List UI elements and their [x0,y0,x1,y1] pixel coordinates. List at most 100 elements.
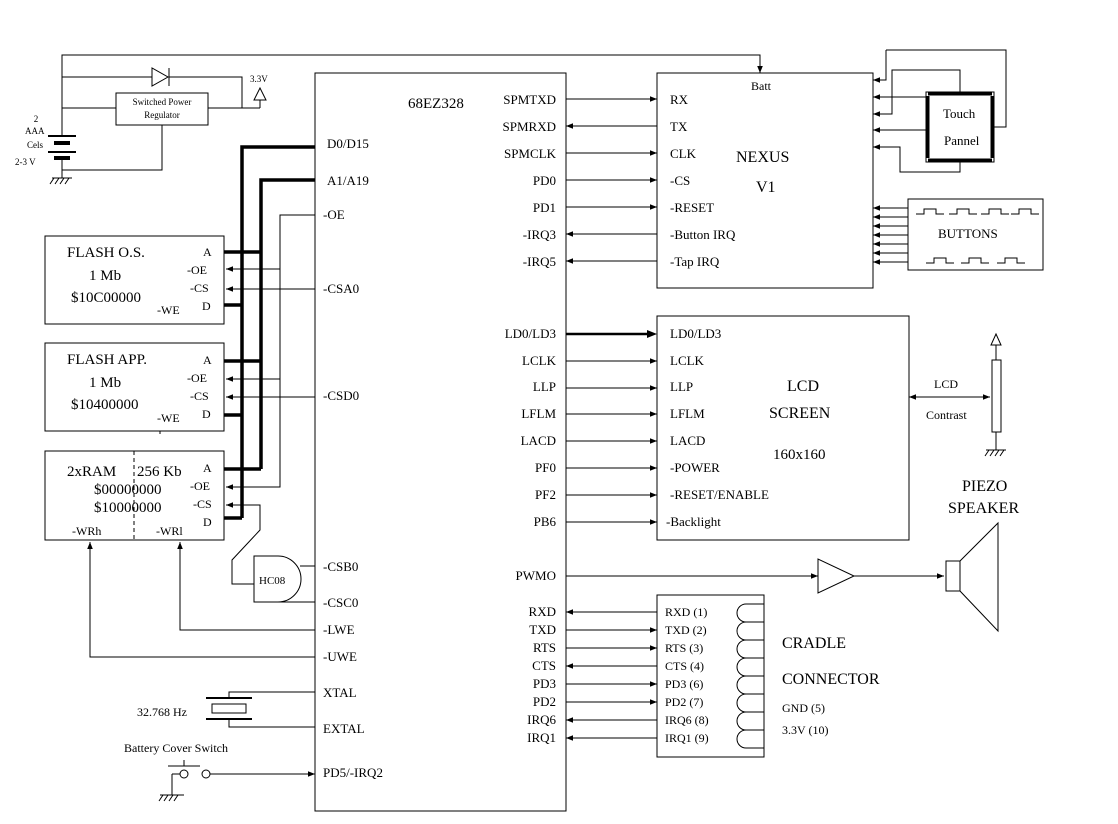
svg-text:-RESET: -RESET [670,200,714,215]
cradle-title: CRADLE [782,635,846,652]
cpu-pin-irq5: -IRQ5 [523,254,556,269]
cpu-pin-uwe: -UWE [323,649,357,664]
ram-title: 2xRAM [67,464,116,480]
buttons-block: BUTTONS [873,198,1044,271]
cpu-pin-pb6: PB6 [534,514,557,529]
svg-text:LCLK: LCLK [670,353,705,368]
cpu-pin-d0d15: D0/D15 [327,136,369,151]
cpu-pin-lwe: -LWE [323,622,355,637]
svg-text:V1: V1 [756,179,776,196]
cpu-pin-rts: RTS [533,640,556,655]
svg-text:Regulator: Regulator [144,110,180,120]
power-section: 3.3V Switched Power Regulator 2 AAA Cels… [15,54,763,185]
crystal: 32.768 Hz [137,691,315,728]
svg-text:PD2 (7): PD2 (7) [665,695,703,709]
svg-text:-POWER: -POWER [670,460,720,475]
cpu-pin-spmclk: SPMCLK [504,146,557,161]
svg-text:-CS: -CS [190,389,209,403]
svg-text:1 Mb: 1 Mb [89,268,121,284]
hc08-label: HC08 [259,575,286,587]
svg-text:GND (5): GND (5) [782,701,825,715]
cpu-pin-pd2: PD2 [533,694,556,709]
svg-text:2-3 V: 2-3 V [15,157,36,167]
svg-text:Switched Power: Switched Power [133,97,192,107]
svg-text:Touch: Touch [943,106,976,121]
svg-text:Contrast: Contrast [926,408,967,422]
svg-text:RTS (3): RTS (3) [665,641,703,655]
flash-os-block [44,235,225,325]
cpu-pin-csa0: -CSA0 [323,281,359,296]
cpu-pin-lacd: LACD [521,433,556,448]
svg-text:SPEAKER: SPEAKER [948,500,1019,517]
cpu-pin-irq6: IRQ6 [527,712,556,727]
cpu-pin-pf2: PF2 [535,487,556,502]
cpu-pin-ld0ld3: LD0/LD3 [505,326,556,341]
nexus-block [656,72,874,289]
touch-panel: Touch Pannel [873,49,1007,173]
svg-text:IRQ1 (9): IRQ1 (9) [665,731,709,745]
svg-text:A: A [203,245,212,259]
cpu-pin-spmtxd: SPMTXD [503,92,556,107]
cpu-pin-xtal: XTAL [323,685,357,700]
svg-text:BUTTONS: BUTTONS [938,226,998,241]
rail-label: 3.3V [250,74,268,84]
svg-text:Battery Cover Switch: Battery Cover Switch [124,741,228,755]
svg-text:$10000000: $10000000 [94,500,162,516]
svg-text:D: D [202,299,211,313]
svg-text:-OE: -OE [187,371,207,385]
flash-os-title: FLASH O.S. [67,245,145,261]
address-bus [259,178,315,469]
cpu-pin-txd: TXD [529,622,556,637]
svg-text:2: 2 [34,114,39,124]
svg-text:CONNECTOR: CONNECTOR [782,671,880,688]
svg-text:-RESET/ENABLE: -RESET/ENABLE [670,487,769,502]
svg-text:Batt: Batt [751,79,772,93]
svg-text:RXD (1): RXD (1) [665,605,707,619]
cpu-pin-cts: CTS [532,658,556,673]
svg-text:SCREEN: SCREEN [769,405,831,422]
piezo-speaker: PIEZO SPEAKER [566,478,1019,633]
svg-text:AAA: AAA [25,126,45,136]
cpu-title: 68EZ328 [408,96,464,112]
svg-text:-OE: -OE [190,479,210,493]
cpu-pin-csc0: -CSC0 [323,595,358,610]
cpu-pin-spmrxd: SPMRXD [503,119,556,134]
cpu-pin-llp: LLP [533,379,556,394]
battery-switch: Battery Cover Switch [124,741,315,802]
svg-text:-CS: -CS [193,497,212,511]
svg-text:160x160: 160x160 [773,447,826,463]
svg-text:D: D [203,515,212,529]
svg-text:-OE: -OE [187,263,207,277]
svg-text:-WRh: -WRh [72,524,101,538]
svg-text:-Button IRQ: -Button IRQ [670,227,736,242]
nexus-title: NEXUS [736,149,789,166]
svg-text:TXD (2): TXD (2) [665,623,707,637]
svg-text:-Tap IRQ: -Tap IRQ [670,254,720,269]
svg-text:-WE: -WE [157,303,180,317]
svg-text:-WE: -WE [157,411,180,425]
cpu-pin-oe: -OE [323,207,345,222]
lcd-block [656,315,910,541]
power-regulator [115,92,209,126]
svg-text:Cels: Cels [27,140,43,150]
flash-app-block [44,342,225,432]
cpu-block [314,72,567,812]
cpu-pin-pd3: PD3 [533,676,556,691]
svg-text:256 Kb: 256 Kb [137,464,182,480]
cpu-pin-irq1: IRQ1 [527,730,556,745]
cpu-pin-lflm: LFLM [521,406,556,421]
cpu-pin-lclk: LCLK [522,353,557,368]
svg-text:-CS: -CS [190,281,209,295]
contrast-pot: LCD Contrast [909,332,1006,457]
svg-text:-CS: -CS [670,173,690,188]
cpu-pin-csd0: -CSD0 [323,388,359,403]
svg-text:-Backlight: -Backlight [666,514,721,529]
svg-text:LLP: LLP [670,379,693,394]
cpu-pin-pd0: PD0 [533,173,556,188]
svg-text:LFLM: LFLM [670,406,705,421]
svg-text:3.3V (10): 3.3V (10) [782,723,828,737]
svg-text:LD0/LD3: LD0/LD3 [670,326,721,341]
svg-text:LCD: LCD [934,377,958,391]
